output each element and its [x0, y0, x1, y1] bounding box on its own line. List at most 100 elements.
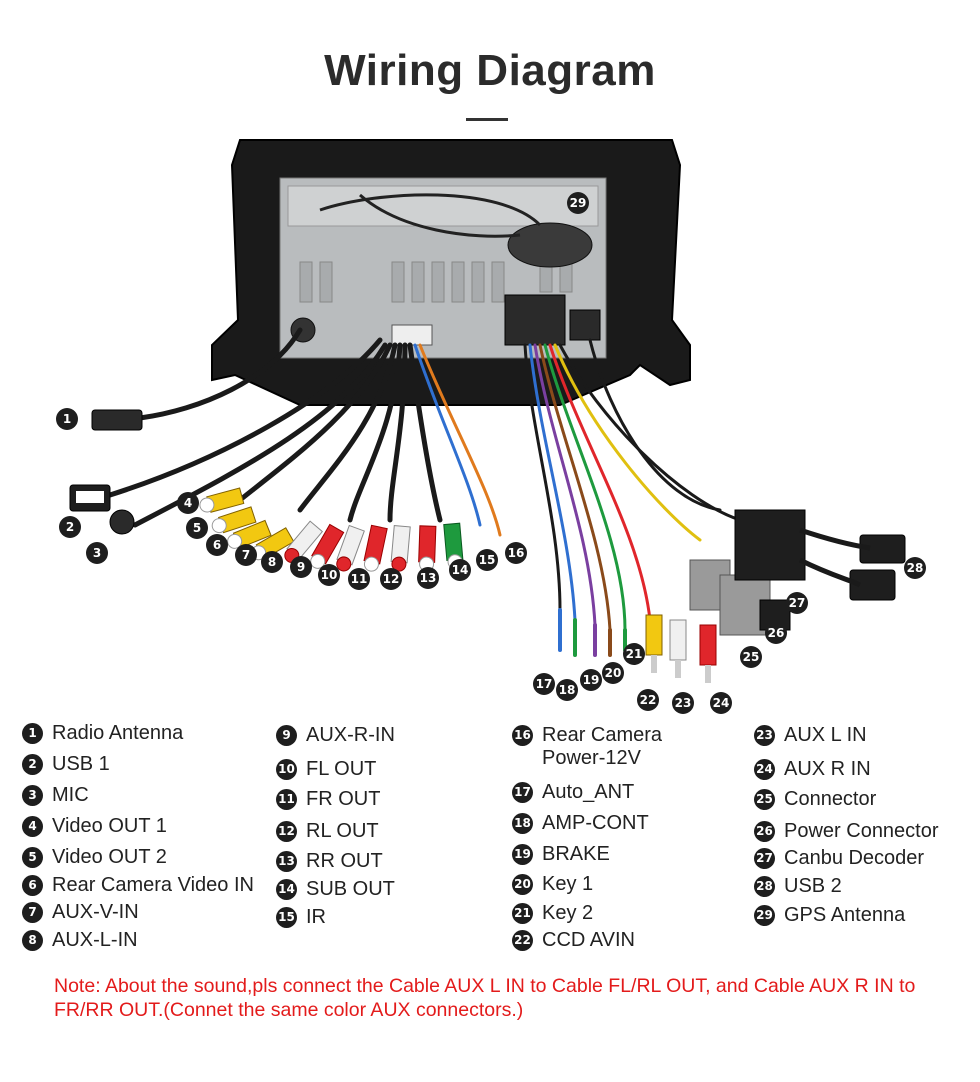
legend-label: Connector	[784, 788, 877, 810]
diagram-badge-4: 4	[177, 492, 199, 514]
legend-number-badge: 24	[754, 759, 775, 780]
diagram-badge-15: 15	[476, 549, 498, 571]
legend-number-badge: 1	[22, 723, 43, 744]
svg-text:11: 11	[351, 572, 368, 586]
legend-label: FR OUT	[306, 788, 381, 810]
legend-label: AUX-V-IN	[52, 901, 139, 923]
legend-number-badge: 4	[22, 816, 43, 837]
page-title: Wiring Diagram	[324, 46, 656, 95]
legend-item-12: 12 RL OUT	[276, 820, 379, 843]
legend-number-badge: 22	[512, 930, 533, 951]
diagram-badge-24: 24	[710, 692, 732, 714]
svg-text:16: 16	[508, 546, 525, 560]
legend-label: CCD AVIN	[542, 929, 635, 951]
legend-item-1: 1 Radio Antenna	[22, 722, 183, 745]
diagram-badge-23: 23	[672, 692, 694, 714]
diagram-badge-3: 3	[86, 542, 108, 564]
legend-label: SUB OUT	[306, 878, 395, 900]
diagram-badge-6: 6	[206, 534, 228, 556]
diagram-badge-29: 29	[567, 192, 589, 214]
svg-text:17: 17	[536, 677, 553, 691]
rca-socket	[391, 324, 433, 346]
legend-number-badge: 17	[512, 782, 533, 803]
legend-label: Key 1	[542, 873, 594, 895]
title-underline	[466, 118, 508, 121]
diagram-badge-7: 7	[235, 544, 257, 566]
legend-label: Video OUT 1	[52, 815, 167, 837]
legend-label: Key 2	[542, 902, 594, 924]
diagram-badge-28: 28	[904, 557, 926, 579]
ccd-aux-rca-plugs	[645, 614, 717, 683]
legend-number-badge: 29	[754, 905, 775, 926]
legend-label: IR	[306, 906, 326, 928]
legend-label: AUX-L-IN	[52, 929, 138, 951]
legend-number-badge: 18	[512, 813, 533, 834]
diagram-badge-16: 16	[505, 542, 527, 564]
legend-number-badge: 23	[754, 725, 775, 746]
legend-label: Rear Camera Video IN	[52, 874, 254, 896]
chassis-top-panel	[287, 185, 599, 227]
radio-antenna-plug	[91, 409, 143, 431]
legend-item-11: 11 FR OUT	[276, 788, 380, 811]
svg-text:27: 27	[789, 596, 806, 610]
diagram-badge-25: 25	[740, 646, 762, 668]
main-harness-socket	[504, 294, 566, 346]
legend-label: AUX-R-IN	[306, 724, 395, 746]
diagram-badge-19: 19	[580, 669, 602, 691]
svg-text:21: 21	[626, 647, 643, 661]
diagram-badge-2: 2	[59, 516, 81, 538]
diagram-badge-22: 22	[637, 689, 659, 711]
svg-text:24: 24	[713, 696, 730, 710]
legend-label: USB 1	[52, 753, 110, 775]
harness-connectors	[689, 509, 906, 636]
svg-text:12: 12	[383, 572, 400, 586]
legend-number-badge: 14	[276, 879, 297, 900]
mic-plug	[109, 509, 135, 535]
svg-text:5: 5	[193, 521, 201, 535]
legend-item-17: 17 Auto_ANT	[512, 781, 634, 804]
diagram-badge-12: 12	[380, 568, 402, 590]
svg-text:22: 22	[640, 693, 657, 707]
svg-text:8: 8	[268, 555, 276, 569]
legend-label: Auto_ANT	[542, 781, 635, 803]
svg-text:23: 23	[675, 696, 692, 710]
legend-number-badge: 28	[754, 876, 775, 897]
legend-label: RL OUT	[306, 820, 379, 842]
legend-number-badge: 21	[512, 903, 533, 924]
svg-text:25: 25	[743, 650, 760, 664]
diagram-badge-20: 20	[602, 662, 624, 684]
diagram-badge-21: 21	[623, 643, 645, 665]
legend-label: Video OUT 2	[52, 846, 167, 868]
sound-connection-note: Note: About the sound,pls connect the Ca…	[54, 975, 916, 1021]
legend-label: AUX R IN	[784, 758, 871, 780]
legend-label: Radio Antenna	[52, 722, 184, 744]
legend-label: AMP-CONT	[542, 812, 649, 834]
svg-text:9: 9	[297, 560, 305, 574]
legend-label: USB 2	[784, 875, 842, 897]
legend-label: Rear Camera Power-12V	[542, 724, 663, 769]
legend-label: FL OUT	[306, 758, 377, 780]
diagram-badge-10: 10	[318, 564, 340, 586]
svg-text:28: 28	[907, 561, 924, 575]
legend-label: Power Connector	[784, 820, 939, 842]
legend-item-4: 4 Video OUT 1	[22, 815, 167, 838]
svg-text:13: 13	[420, 571, 437, 585]
diagram-badge-1: 1	[56, 408, 78, 430]
legend-number-badge: 19	[512, 844, 533, 865]
legend-label: BRAKE	[542, 843, 610, 865]
legend-number-badge: 12	[276, 821, 297, 842]
svg-text:2: 2	[66, 520, 74, 534]
diagram-badge-11: 11	[348, 568, 370, 590]
legend-number-badge: 11	[276, 789, 297, 810]
legend-number-badge: 27	[754, 848, 775, 869]
